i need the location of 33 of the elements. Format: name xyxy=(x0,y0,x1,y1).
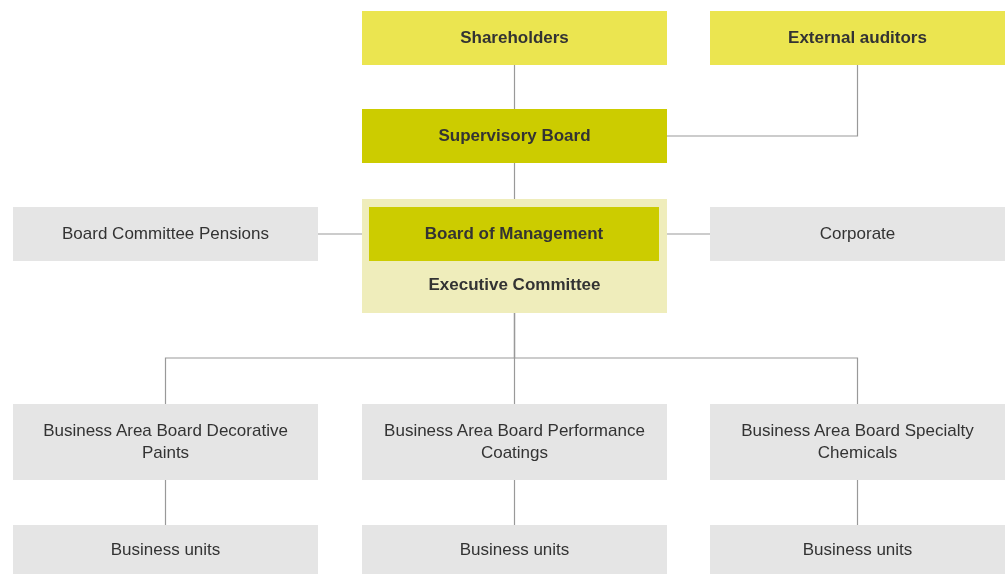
org-box xyxy=(710,525,1005,574)
box-label: Business units xyxy=(801,538,914,561)
connector-line xyxy=(513,64,516,110)
connector-line xyxy=(513,162,516,200)
org-box xyxy=(710,11,1005,65)
connector-line xyxy=(666,64,859,137)
org-box xyxy=(369,207,659,261)
connector-line xyxy=(164,479,167,526)
box-label: Supervisory Board xyxy=(437,125,592,147)
box-label: Business units xyxy=(109,538,222,561)
connector-line xyxy=(513,312,859,405)
box-label: Business units xyxy=(458,538,571,561)
box-label: External auditors xyxy=(787,27,928,49)
box-label: Executive Committee xyxy=(427,274,602,296)
box-label: Shareholders xyxy=(459,27,570,49)
org-box xyxy=(362,109,667,163)
org-box xyxy=(362,525,667,574)
box-label: Business Area Board Performance Coatings xyxy=(383,420,646,464)
box-label: Board Committee Pensions xyxy=(61,223,270,245)
org-box xyxy=(13,404,318,480)
box-label: Business Area Board Decorative Paints xyxy=(42,420,289,464)
org-box xyxy=(13,525,318,574)
org-box xyxy=(362,199,667,313)
box-label: Board of Management xyxy=(423,223,605,245)
box-label: Business Area Board Specialty Chemicals xyxy=(740,420,975,464)
org-box xyxy=(710,207,1005,261)
connector-line xyxy=(856,479,859,526)
org-box xyxy=(710,404,1005,480)
org-box xyxy=(362,11,667,65)
box-label: Corporate xyxy=(818,223,897,245)
org-box xyxy=(13,207,318,261)
connector-line xyxy=(513,479,516,526)
org-box xyxy=(362,404,667,480)
